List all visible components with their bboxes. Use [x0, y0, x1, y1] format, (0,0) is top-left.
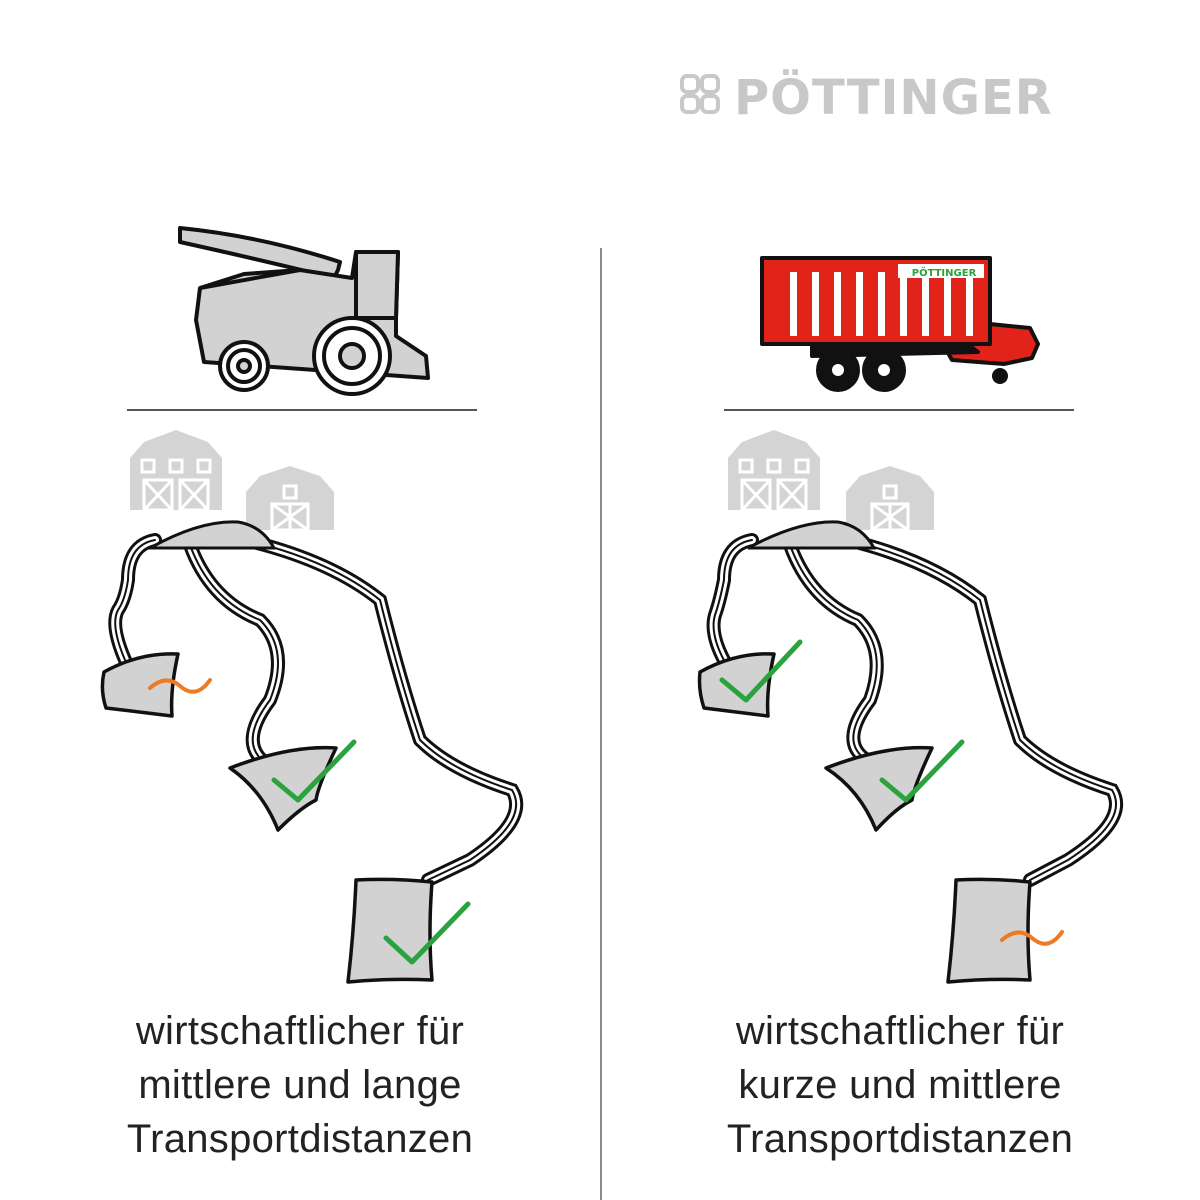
- silage-pile: [144, 520, 277, 550]
- caption-line: mittlere und lange: [138, 1063, 462, 1107]
- barn-icon: [128, 428, 224, 512]
- forage-harvester-icon: [178, 226, 430, 396]
- wave-icon: [1000, 930, 1064, 946]
- barn-icon: [726, 428, 822, 512]
- wagon-label: PÖTTINGER: [912, 265, 977, 279]
- caption-line: wirtschaftlicher für: [135, 1009, 465, 1053]
- field-plot: [697, 652, 1032, 984]
- check-icon: [879, 739, 965, 803]
- barn-icon: [244, 464, 336, 532]
- caption-line: kurze und mittlere: [738, 1063, 1062, 1107]
- silage-pile: [747, 520, 877, 550]
- barn-icon: [844, 464, 936, 532]
- road-network: [706, 533, 1123, 887]
- loader-wagon-icon: [760, 256, 1040, 392]
- check-icon: [719, 639, 803, 703]
- caption-line: Transportdistanzen: [126, 1117, 474, 1161]
- caption-line: wirtschaftlicher für: [735, 1009, 1065, 1053]
- brand-logo: PÖTTINGER: [734, 70, 1053, 126]
- right-caption: wirtschaftlicher für kurze und mittlere …: [620, 1004, 1180, 1166]
- check-icon: [271, 739, 357, 803]
- wave-icon: [148, 678, 212, 694]
- check-icon: [383, 901, 471, 965]
- caption-line: Transportdistanzen: [726, 1117, 1074, 1161]
- pottinger-clover-icon: [680, 74, 720, 114]
- left-caption: wirtschaftlicher für mittlere und lange …: [20, 1004, 580, 1166]
- road-network: [108, 533, 524, 887]
